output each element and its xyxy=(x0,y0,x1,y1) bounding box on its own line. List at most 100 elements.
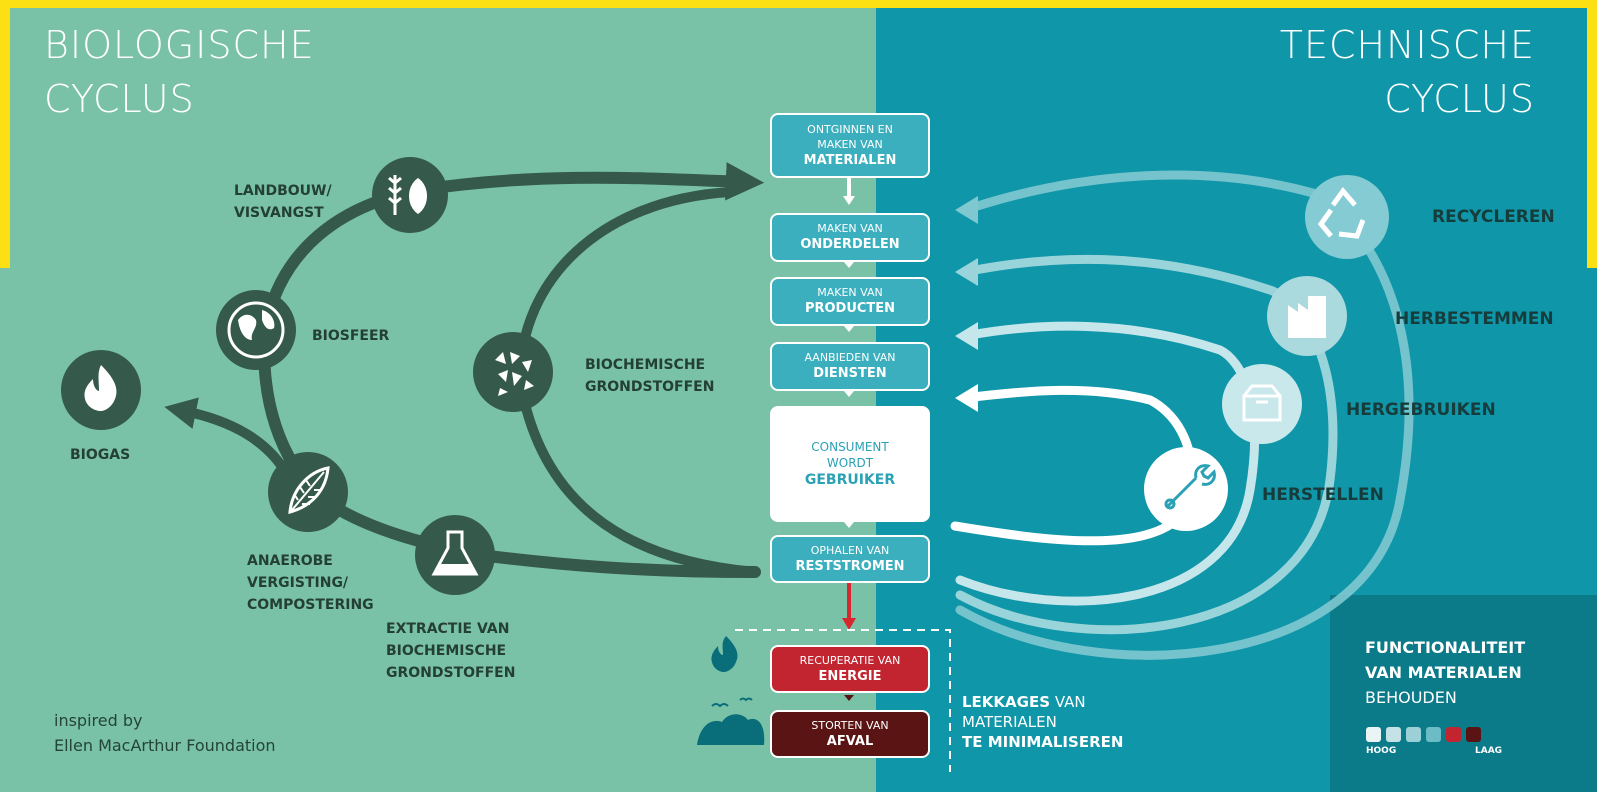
reststromen-small: OPHALEN VAN xyxy=(810,543,890,557)
down-arrowhead-consument xyxy=(844,522,854,528)
leakages-text: LEKKAGES VAN MATERIALEN TE MINIMALISEREN xyxy=(962,692,1123,752)
recycle-arrowhead xyxy=(955,196,978,224)
credit-text: inspired by Ellen MacArthur Foundation xyxy=(54,708,276,758)
leakage-dashed-frame xyxy=(735,629,951,772)
leakages-bold1: LEKKAGES xyxy=(962,693,1051,711)
biosfeer-node xyxy=(216,290,296,370)
onderdelen-small: MAKEN VAN xyxy=(817,222,883,235)
biological-title-line1: BIOLOGISCHE xyxy=(44,23,315,67)
producten-bold: PRODUCTEN xyxy=(804,301,896,316)
biochemische-label-line2: GRONDSTOFFEN xyxy=(585,379,715,395)
materialen-small1: ONTGINNEN EN xyxy=(807,122,893,136)
legend-swatches xyxy=(1366,727,1481,742)
technical-title-line1: TECHNISCHE xyxy=(1279,23,1535,67)
biosfeer-label: BIOSFEER xyxy=(312,328,390,344)
box-reststromen: OPHALEN VAN RESTSTROMEN xyxy=(770,535,930,583)
biochemische-label-line1: BIOCHEMISCHE xyxy=(585,357,706,373)
legend-swatch xyxy=(1466,727,1481,742)
herbestemmen-node xyxy=(1267,276,1347,356)
hergebruiken-label: HERGEBRUIKEN xyxy=(1346,400,1496,420)
down-arrowhead-materialen xyxy=(843,196,855,205)
birds-icon xyxy=(711,697,753,708)
box-diensten: AANBIEDEN VAN DIENSTEN xyxy=(770,342,930,391)
herstellen-label: HERSTELLEN xyxy=(1262,485,1384,505)
hergebruiken-node xyxy=(1222,364,1302,444)
afval-bold: AFVAL xyxy=(826,733,874,749)
down-arrowhead-diensten xyxy=(844,391,854,397)
box-energie: RECUPERATIE VAN ENERGIE xyxy=(770,645,930,693)
anaerobe-label: ANAEROBE VERGISTING/ COMPOSTERING xyxy=(247,550,374,616)
reststromen-bold: RESTSTROMEN xyxy=(795,558,905,574)
box-producten: MAKEN VAN PRODUCTEN xyxy=(770,277,930,326)
legend-swatch xyxy=(1446,727,1461,742)
legend-swatch xyxy=(1386,727,1401,742)
extractie-node xyxy=(415,515,495,595)
legend-background xyxy=(1330,595,1597,792)
legend-line1: FUNCTIONALITEIT xyxy=(1365,638,1526,657)
credit-line2: Ellen MacArthur Foundation xyxy=(54,736,276,755)
down-arrowhead-producten xyxy=(844,326,854,332)
red-down-arrowhead xyxy=(842,618,856,630)
down-arrowhead-onderdelen xyxy=(844,262,854,268)
legend-line3: BEHOUDEN xyxy=(1365,688,1457,707)
landfill-icon xyxy=(697,714,765,745)
producten-small: MAKEN VAN xyxy=(817,286,883,299)
repair-loop xyxy=(950,385,1197,546)
diensten-bold: DIENSTEN xyxy=(813,366,887,381)
leakages-normal2: MATERIALEN xyxy=(962,713,1057,731)
landbouw-label: LANDBOUW/ VISVANGST xyxy=(234,180,332,224)
anaerobe-label-line3: COMPOSTERING xyxy=(247,597,374,613)
legend-line2: VAN MATERIALEN xyxy=(1365,663,1522,682)
landbouw-label-line1: LANDBOUW/ xyxy=(234,183,332,199)
onderdelen-bold: ONDERDELEN xyxy=(800,237,900,252)
energie-bold: ENERGIE xyxy=(818,668,882,684)
extractie-label-line3: GRONDSTOFFEN xyxy=(386,665,516,681)
extractie-label: EXTRACTIE VAN BIOCHEMISCHE GRONDSTOFFEN xyxy=(386,618,515,684)
energie-small: RECUPERATIE VAN xyxy=(799,653,901,667)
biochemische-label: BIOCHEMISCHE GRONDSTOFFEN xyxy=(585,354,714,398)
technical-title-line2: CYCLUS xyxy=(1384,77,1535,121)
consument-small2: WORDT xyxy=(826,456,874,470)
recycle-loop xyxy=(955,170,1414,660)
repurpose-arrowhead xyxy=(955,258,978,286)
dark-down-arrowhead xyxy=(844,695,854,701)
box-afval: STORTEN VAN AFVAL xyxy=(770,710,930,758)
functionality-legend: FUNCTIONALITEIT VAN MATERIALEN BEHOUDEN xyxy=(1365,635,1525,710)
biogas-label: BIOGAS xyxy=(70,447,131,463)
credit-line1: inspired by xyxy=(54,711,143,730)
box-onderdelen: MAKEN VAN ONDERDELEN xyxy=(770,213,930,262)
recycleren-label: RECYCLEREN xyxy=(1432,207,1555,227)
legend-swatch xyxy=(1366,727,1381,742)
biological-title-line2: CYCLUS xyxy=(44,77,195,121)
box-materialen: ONTGINNEN EN MAKEN VAN MATERIALEN xyxy=(770,113,930,178)
leakages-line1: LEKKAGES VAN xyxy=(962,692,1123,712)
afval-small: STORTEN VAN xyxy=(811,718,889,732)
materialen-bold: MATERIALEN xyxy=(803,152,897,168)
diensten-small: AANBIEDEN VAN xyxy=(804,351,896,364)
anaerobe-node xyxy=(268,452,348,532)
technical-cycle-title: TECHNISCHE CYCLUS xyxy=(1280,18,1535,126)
energy-flame-icon xyxy=(711,636,738,672)
leakages-bold2: TE MINIMALISEREN xyxy=(962,733,1124,751)
extractie-label-line1: EXTRACTIE VAN xyxy=(386,621,510,637)
legend-low-label: LAAG xyxy=(1475,746,1503,756)
extractie-label-line2: BIOCHEMISCHE xyxy=(386,643,507,659)
materialen-small2: MAKEN VAN xyxy=(817,137,883,151)
biogas-node xyxy=(61,350,141,430)
legend-swatch xyxy=(1426,727,1441,742)
legend-high-label: HOOG xyxy=(1366,746,1397,756)
herstellen-node xyxy=(1144,447,1228,531)
herbestemmen-label: HERBESTEMMEN xyxy=(1395,309,1554,329)
leakages-normal1: VAN xyxy=(1054,693,1086,711)
legend-swatch xyxy=(1406,727,1421,742)
landbouw-node xyxy=(372,157,448,233)
leakages-line3: TE MINIMALISEREN xyxy=(962,732,1123,752)
reuse-arrowhead xyxy=(955,322,978,350)
repair-arrowhead xyxy=(955,384,978,412)
consument-bold: GEBRUIKER xyxy=(804,472,896,488)
repurpose-loop xyxy=(955,254,1338,635)
box-consument: CONSUMENT WORDT GEBRUIKER xyxy=(770,406,930,522)
biochemische-node xyxy=(473,332,553,412)
